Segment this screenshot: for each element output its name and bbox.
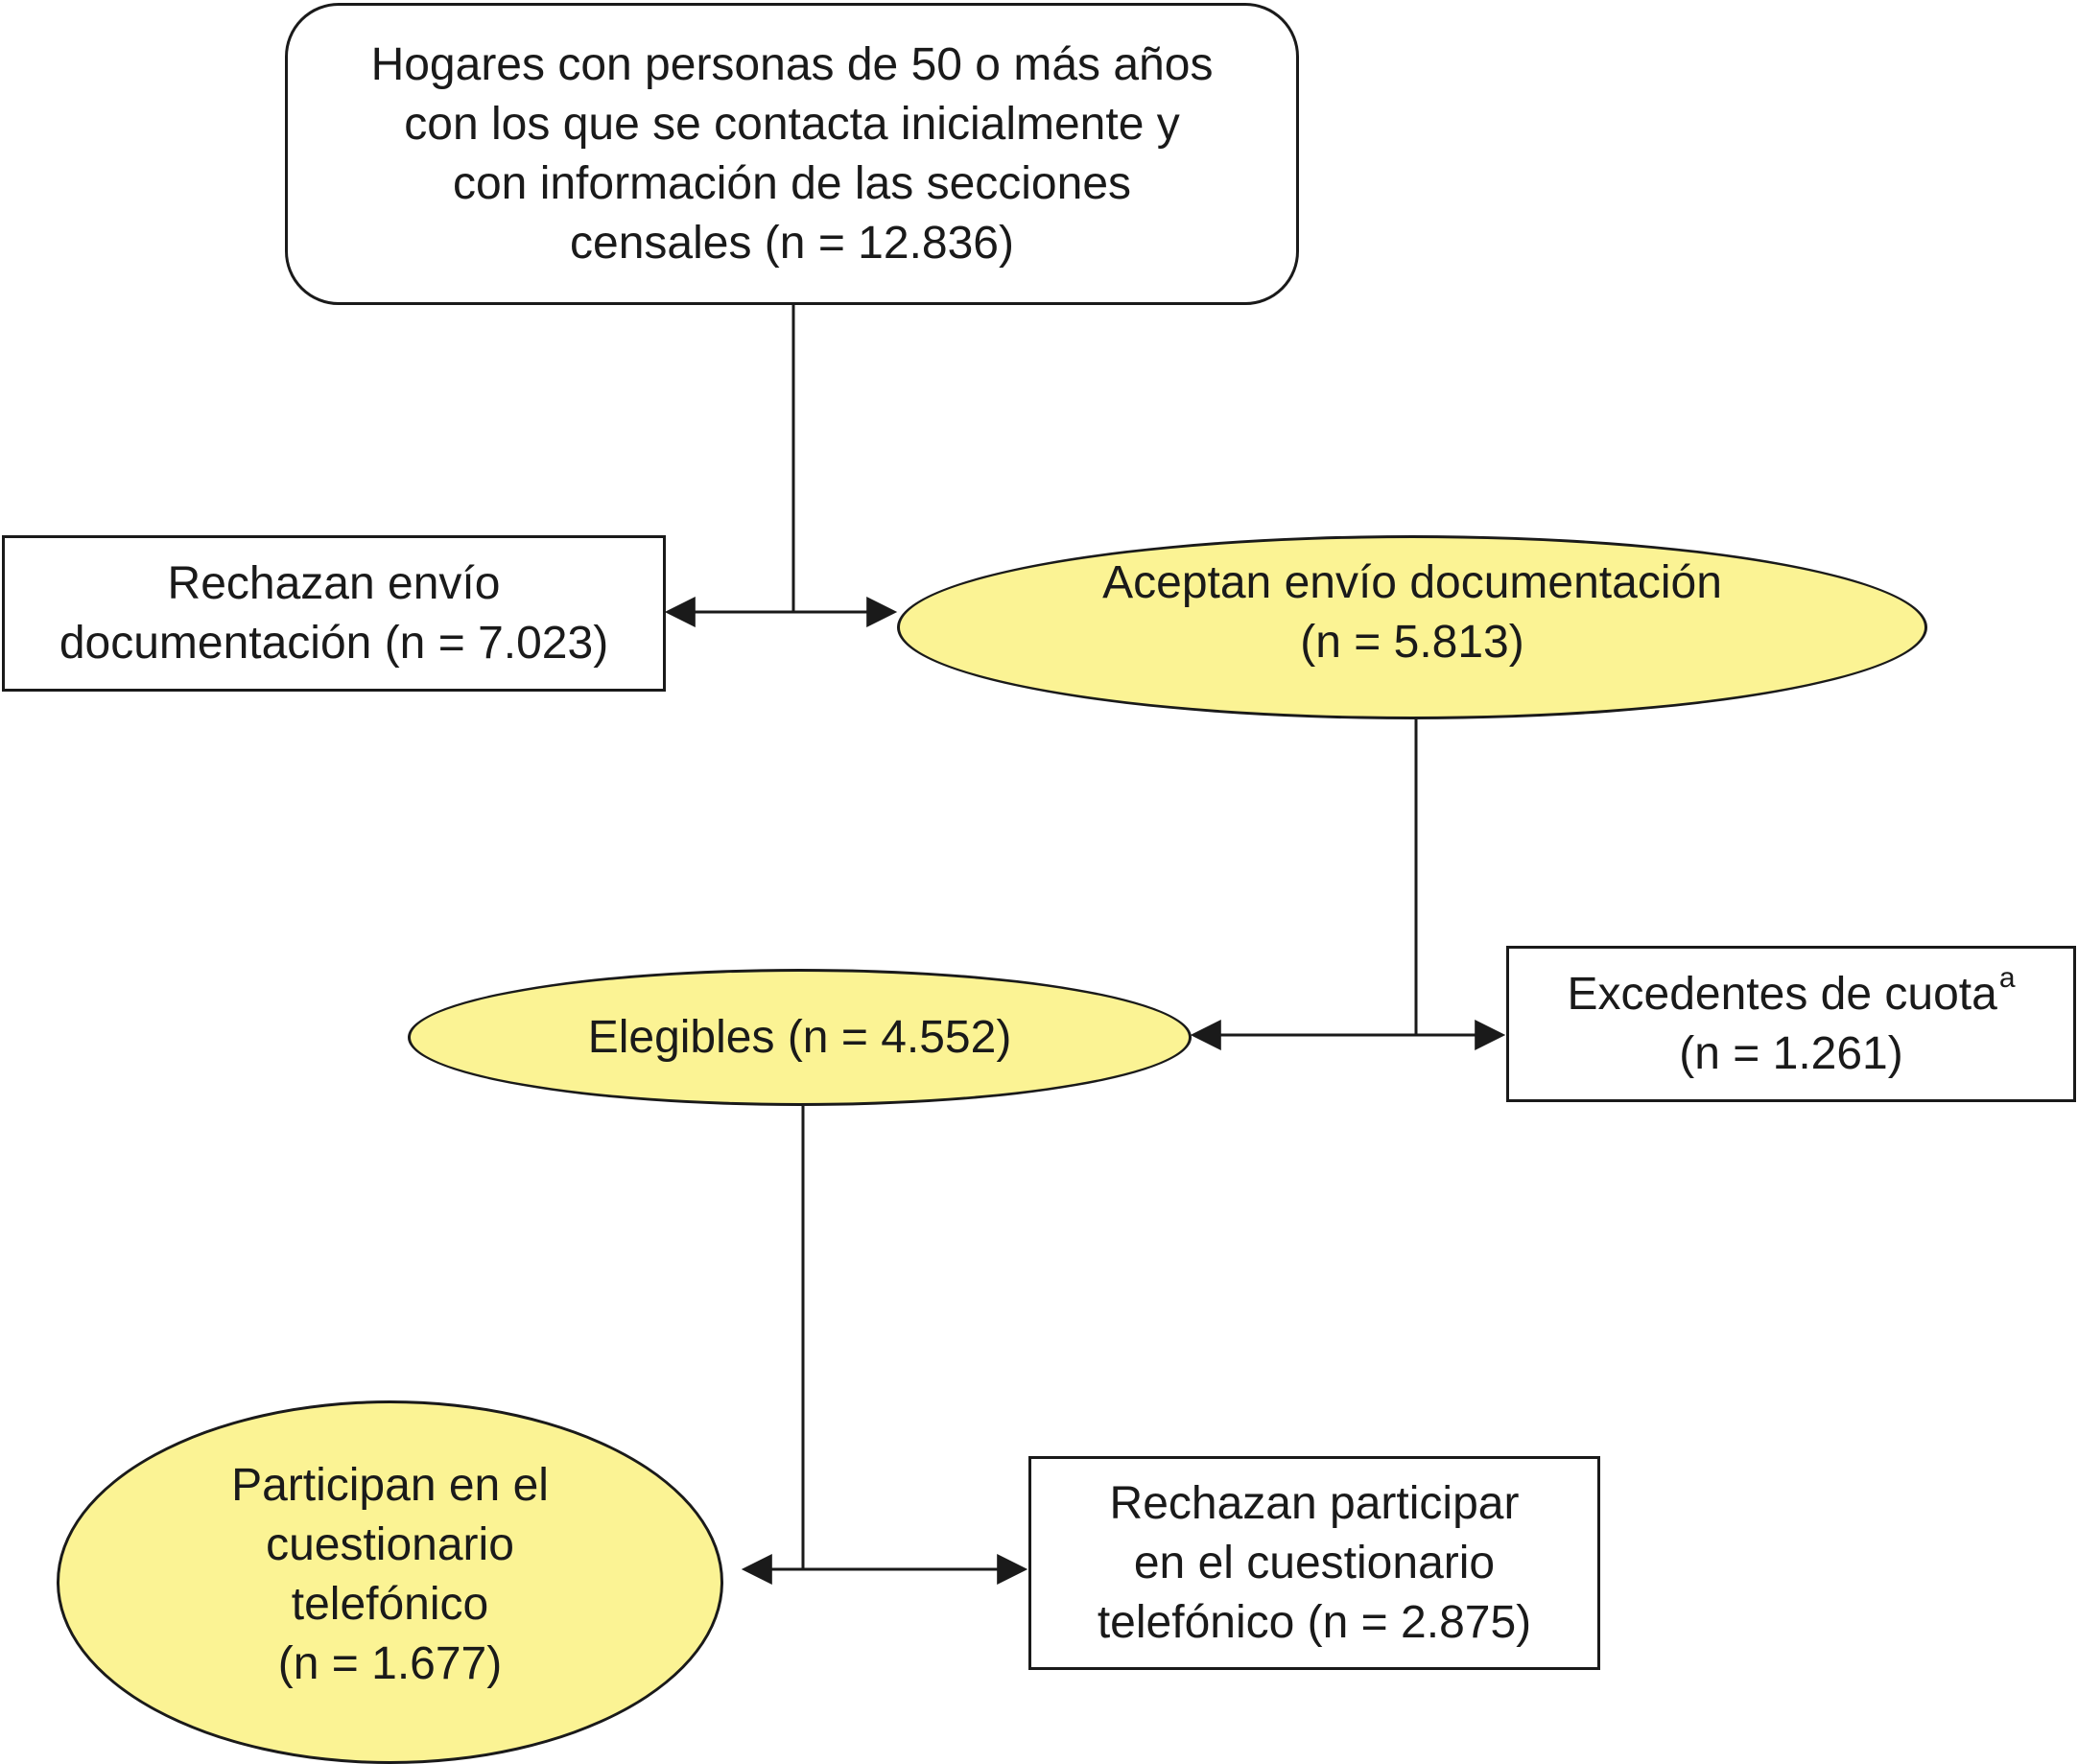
participate-line-2: cuestionario [266,1518,514,1570]
reject-docs-line-1: Rechazan envío [167,557,501,609]
reject-participation-line-3: telefónico (n = 2.875) [1097,1596,1532,1648]
start-line-4: censales (n = 12.836) [570,217,1014,269]
quota-excess-line-1: Excedentes de cuotaa [1567,961,2016,1024]
accept-documentation-node: Aceptan envío documentación (n = 5.813) [897,535,1927,719]
quota-excess-node: Excedentes de cuotaa (n = 1.261) [1506,946,2076,1102]
reject-docs-line-2: documentación (n = 7.023) [59,617,609,669]
eligible-node: Elegibles (n = 4.552) [408,969,1192,1106]
participate-line-4: (n = 1.677) [277,1637,503,1689]
accept-docs-line-1: Aceptan envío documentación [1102,557,1722,608]
reject-participation-node: Rechazan participar en el cuestionario t… [1028,1456,1600,1670]
participate-line-3: telefónico [291,1578,489,1630]
start-line-1: Hogares con personas de 50 o más años [370,38,1214,90]
quota-excess-line-2: (n = 1.261) [1679,1027,1903,1079]
start-line-2: con los que se contacta inicialmente y [404,98,1180,150]
participate-node: Participan en el cuestionario telefónico… [57,1400,723,1764]
reject-participation-line-1: Rechazan participar [1109,1477,1520,1529]
eligible-line-1: Elegibles (n = 4.552) [587,1011,1012,1063]
footnote-mark: a [1998,961,2016,994]
start-line-3: con información de las secciones [452,157,1132,209]
start-households-node: Hogares con personas de 50 o más años co… [285,3,1299,305]
accept-docs-line-2: (n = 5.813) [1300,617,1524,668]
quota-excess-label: Excedentes de cuota [1567,968,1997,1020]
reject-participation-line-2: en el cuestionario [1133,1537,1496,1588]
reject-documentation-node: Rechazan envío documentación (n = 7.023) [2,535,666,692]
participate-line-1: Participan en el [231,1459,549,1511]
